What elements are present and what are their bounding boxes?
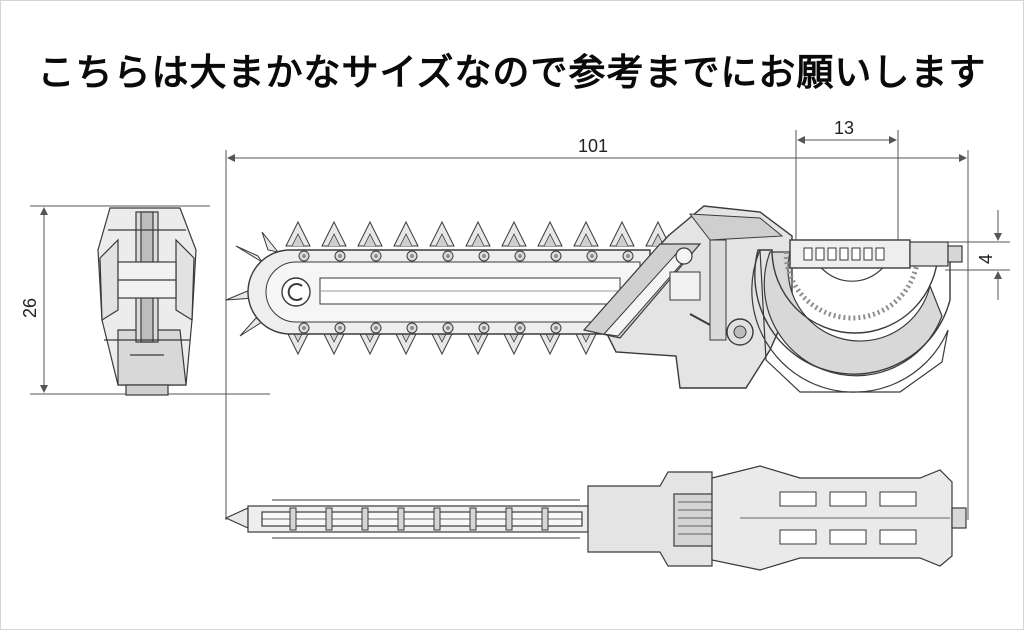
top-teeth	[285, 221, 671, 247]
dimension-height: 26	[20, 298, 40, 318]
dimension-overall-length: 101	[578, 136, 608, 156]
side-view	[225, 205, 963, 393]
front-view	[97, 207, 197, 396]
dimension-lines	[30, 130, 1010, 520]
top-view	[224, 465, 967, 571]
dimension-small-width: 4	[976, 254, 996, 264]
page-title: こちらは大まかなサイズなので参考までにお願いします	[37, 51, 987, 94]
dimension-handle-length: 13	[834, 118, 854, 138]
